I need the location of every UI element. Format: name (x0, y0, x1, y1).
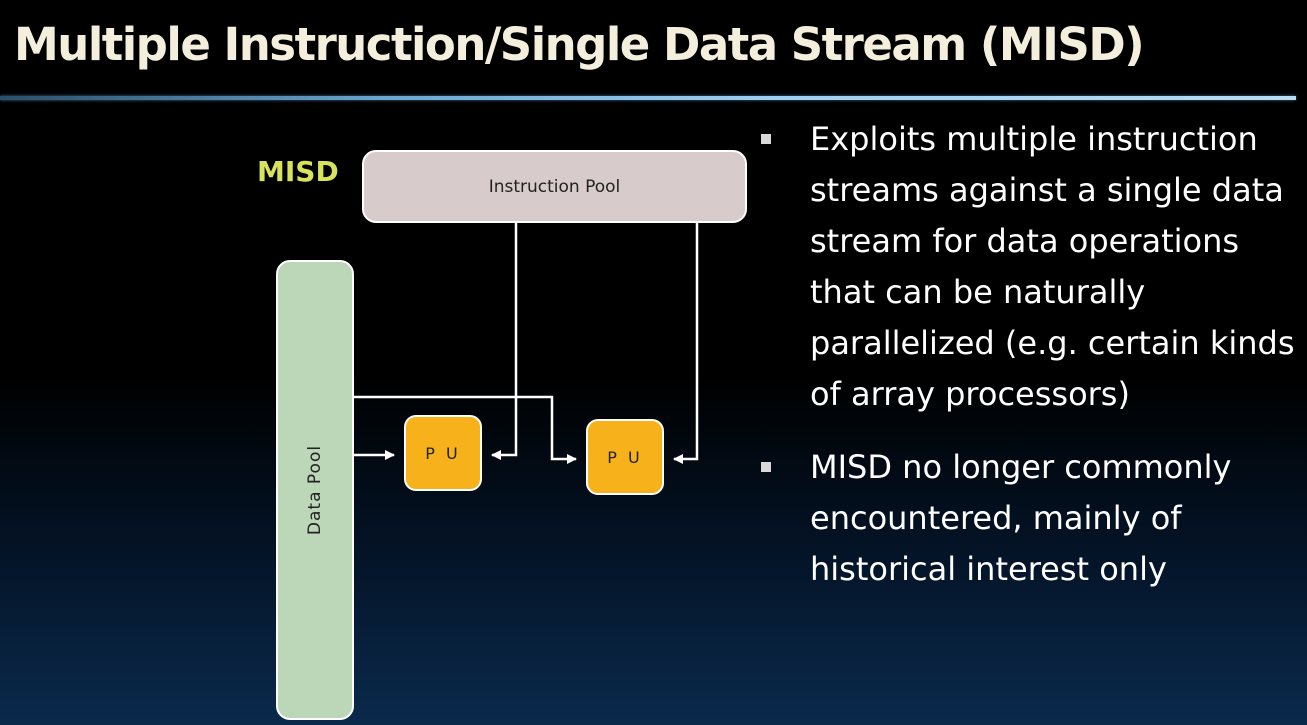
bullet-item: MISD no longer commonly encountered, mai… (758, 442, 1298, 595)
instruction-to-pu2-arrow (673, 223, 699, 464)
square-bullet-icon (761, 134, 771, 144)
processing-unit-2: P U (586, 419, 664, 495)
bullet-list: Exploits multiple instruction streams ag… (758, 114, 1298, 595)
title-divider (0, 96, 1296, 100)
misd-label: MISD (257, 155, 339, 188)
processing-unit-1-label: P U (425, 443, 461, 463)
data-to-pu2-arrow (354, 395, 577, 464)
bullet-text: MISD no longer commonly encountered, mai… (810, 448, 1232, 588)
instruction-pool-label: Instruction Pool (488, 176, 621, 197)
processing-unit-1: P U (404, 415, 482, 491)
data-pool-box: Data Pool (276, 260, 354, 720)
bullet-text: Exploits multiple instruction streams ag… (810, 120, 1295, 413)
square-bullet-icon (761, 462, 771, 472)
bullet-item: Exploits multiple instruction streams ag… (758, 114, 1298, 420)
instruction-to-pu1-arrow (491, 223, 518, 460)
slide-title: Multiple Instruction/Single Data Stream … (14, 18, 1145, 71)
processing-unit-2-label: P U (607, 447, 643, 467)
instruction-pool-box: Instruction Pool (362, 150, 747, 223)
